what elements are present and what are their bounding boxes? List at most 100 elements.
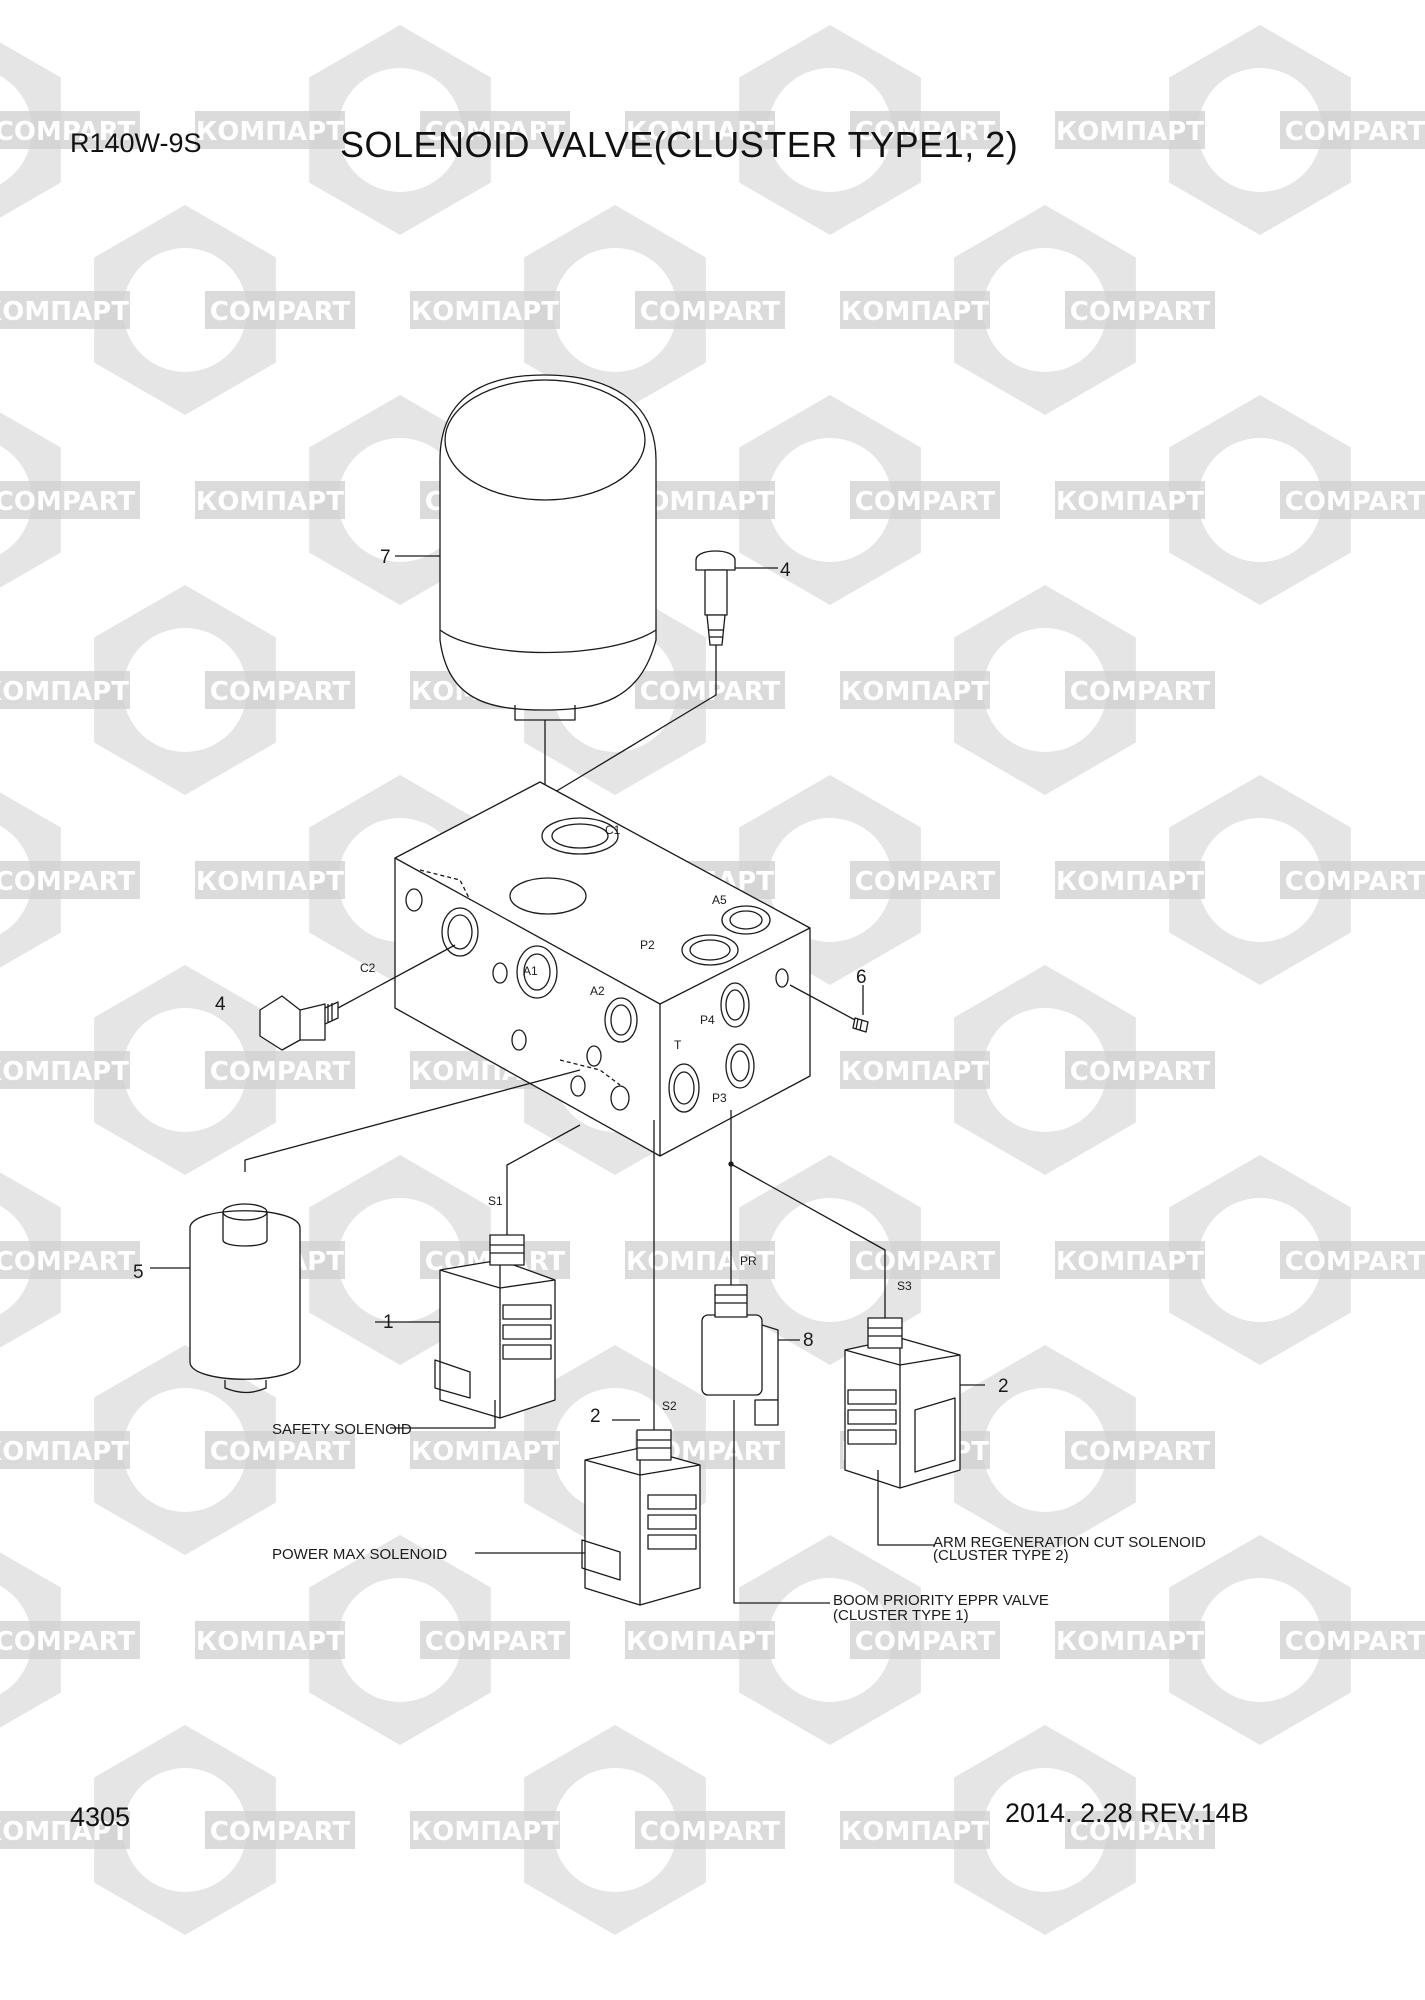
- callout-7: 7: [380, 547, 391, 568]
- eppr-valve-part-8: [701, 1110, 830, 1604]
- svg-text:КОМПАРТ: КОМПАРТ: [411, 1817, 559, 1847]
- svg-text:КОМПАРТ: КОМПАРТ: [0, 1817, 129, 1847]
- port-t: T: [674, 1038, 682, 1052]
- svg-text:КОМПАРТ: КОМПАРТ: [1056, 1247, 1204, 1277]
- page-title: SOLENOID VALVE(CLUSTER TYPE1, 2): [340, 124, 1019, 165]
- callout-2-s3: 2: [998, 1376, 1009, 1397]
- svg-text:COMPART: COMPART: [425, 1627, 566, 1657]
- svg-text:КОМПАРТ: КОМПАРТ: [1056, 117, 1204, 147]
- label-boom-priority: BOOM PRIORITY EPPR VALVE: [833, 1592, 1049, 1609]
- svg-text:COMPART: COMPART: [1285, 867, 1425, 897]
- port-p4: P4: [700, 1013, 715, 1027]
- port-a5: A5: [712, 893, 727, 907]
- svg-text:КОМПАРТ: КОМПАРТ: [0, 1057, 129, 1087]
- model-number: R140W-9S: [70, 128, 202, 158]
- callout-4-left: 4: [215, 994, 226, 1015]
- page-number: 4305: [70, 1802, 131, 1832]
- watermark-tile: КОМПАРТ COMPART: [625, 25, 1000, 235]
- callout-4-top: 4: [780, 560, 791, 581]
- svg-text:COMPART: COMPART: [855, 117, 996, 147]
- svg-text:COMPART: COMPART: [0, 117, 135, 147]
- callout-8: 8: [803, 1330, 814, 1351]
- label-arm-regeneration: ARM REGENERATION CUT SOLENOID: [933, 1534, 1206, 1551]
- port-c2: C2: [360, 961, 376, 975]
- watermark-tile: КОМПАРТ COMPART: [840, 585, 1215, 795]
- svg-text:COMPART: COMPART: [640, 297, 781, 327]
- svg-text:COMPART: COMPART: [855, 1627, 996, 1657]
- watermark-tile: КОМПАРТ COMPART: [195, 1535, 570, 1745]
- port-c1: C1: [605, 823, 621, 837]
- port-a1: A1: [523, 964, 538, 978]
- port-s3: S3: [897, 1279, 912, 1293]
- svg-text:КОМПАРТ: КОМПАРТ: [626, 1247, 774, 1277]
- svg-text:КОМПАРТ: КОМПАРТ: [841, 677, 989, 707]
- svg-text:COMPART: COMPART: [855, 867, 996, 897]
- svg-text:COMPART: COMPART: [1070, 677, 1211, 707]
- svg-text:КОМПАРТ: КОМПАРТ: [626, 117, 774, 147]
- svg-text:КОМПАРТ: КОМПАРТ: [1056, 867, 1204, 897]
- watermark-tile: КОМПАРТ COMPART: [1055, 1535, 1425, 1745]
- svg-text:COMPART: COMPART: [210, 1057, 351, 1087]
- watermark-tile: КОМПАРТ COMPART: [625, 1155, 1000, 1365]
- label-safety-solenoid: SAFETY SOLENOID: [272, 1421, 412, 1438]
- watermark-tile: КОМПАРТ COMPART: [0, 965, 355, 1175]
- svg-text:COMPART: COMPART: [0, 1247, 135, 1277]
- svg-text:COMPART: COMPART: [0, 487, 135, 517]
- leader-lines: [150, 555, 440, 1323]
- svg-text:COMPART: COMPART: [855, 1247, 996, 1277]
- svg-text:КОМПАРТ: КОМПАРТ: [626, 1627, 774, 1657]
- safety-solenoid-part-1: [390, 1124, 581, 1429]
- svg-text:КОМПАРТ: КОМПАРТ: [411, 297, 559, 327]
- watermark-tile: КОМПАРТ COMPART: [410, 205, 785, 415]
- svg-text:КОМПАРТ: КОМПАРТ: [196, 867, 344, 897]
- svg-text:КОМПАРТ: КОМПАРТ: [0, 297, 129, 327]
- plug-part-4-left: [259, 944, 456, 1051]
- svg-text:COMPART: COMPART: [425, 117, 566, 147]
- svg-text:КОМПАРТ: КОМПАРТ: [1056, 1627, 1204, 1657]
- port-s2: S2: [662, 1399, 677, 1413]
- watermark-tile: КОМПАРТ COMPART: [410, 1725, 785, 1935]
- svg-text:КОМПАРТ: КОМПАРТ: [411, 1437, 559, 1467]
- plug-part-4-top: [549, 550, 778, 796]
- svg-text:КОМПАРТ: КОМПАРТ: [196, 1627, 344, 1657]
- callout-6: 6: [856, 967, 867, 988]
- svg-text:COMPART: COMPART: [1070, 297, 1211, 327]
- svg-text:КОМПАРТ: КОМПАРТ: [196, 487, 344, 517]
- svg-text:COMPART: COMPART: [210, 1437, 351, 1467]
- svg-text:COMPART: COMPART: [640, 1817, 781, 1847]
- callout-5: 5: [133, 1262, 144, 1283]
- svg-text:COMPART: COMPART: [0, 1627, 135, 1657]
- svg-text:COMPART: COMPART: [855, 487, 996, 517]
- callout-1: 1: [383, 1312, 394, 1333]
- svg-text:КОМПАРТ: КОМПАРТ: [196, 117, 344, 147]
- port-p3: P3: [712, 1091, 727, 1105]
- port-p2: P2: [640, 938, 655, 952]
- filter-part-5: [189, 1069, 581, 1394]
- svg-text:COMPART: COMPART: [210, 677, 351, 707]
- svg-text:COMPART: COMPART: [640, 677, 781, 707]
- svg-text:COMPART: COMPART: [1070, 1817, 1211, 1847]
- watermark-tile: КОМПАРТ COMPART: [195, 25, 570, 235]
- svg-text:COMPART: COMPART: [1285, 1627, 1425, 1657]
- label-arm-regeneration-type: (CLUSTER TYPE 2): [933, 1547, 1069, 1564]
- svg-text:КОМПАРТ: КОМПАРТ: [841, 1057, 989, 1087]
- watermark-tile: КОМПАРТ COMPART: [625, 1535, 1000, 1745]
- watermark-tile: КОМПАРТ COMPART: [0, 1725, 355, 1935]
- screw-part-6: [789, 984, 869, 1033]
- svg-text:COMPART: COMPART: [1285, 487, 1425, 517]
- valve-block: [394, 781, 811, 1157]
- arm-regen-solenoid-part-2: [730, 1163, 985, 1546]
- svg-text:COMPART: COMPART: [210, 1817, 351, 1847]
